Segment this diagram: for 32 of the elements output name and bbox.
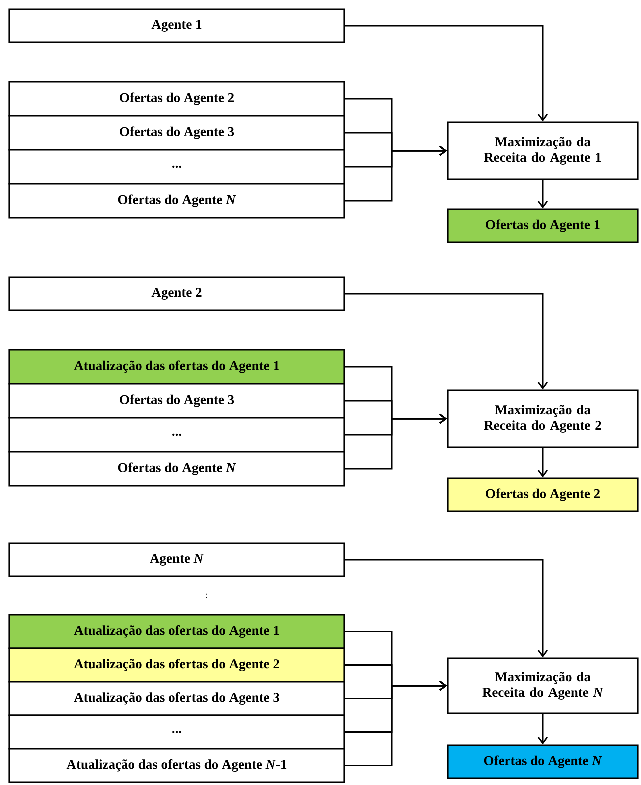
agent-box: Agente N bbox=[8, 542, 346, 578]
arrow bbox=[345, 146, 448, 202]
offer-row: Ofertas do Agente 3 bbox=[8, 383, 346, 419]
arrow bbox=[538, 180, 548, 209]
maximization-box: Maximização da Receita do Agente 2 bbox=[447, 390, 639, 448]
offer-row: ... bbox=[8, 417, 346, 453]
offer-row: Atualização das ofertas do Agente 3 bbox=[8, 681, 346, 716]
offer-row: Atualização das ofertas do Agente 2 bbox=[8, 648, 346, 683]
arrow bbox=[538, 448, 548, 478]
offer-row: Ofertas do Agente 2 bbox=[8, 81, 346, 117]
agent-box: Agente 2 bbox=[8, 276, 346, 312]
offer-output-box: Ofertas do Agente 2 bbox=[447, 478, 639, 512]
agent-box: Agente 1 bbox=[8, 8, 346, 44]
offer-output-box: Ofertas do Agente 1 bbox=[447, 208, 639, 244]
offer-row: ... bbox=[8, 714, 346, 750]
offer-row: Atualização das ofertas do Agente 1 bbox=[8, 349, 346, 385]
offer-row: Ofertas do Agente N bbox=[8, 183, 346, 219]
offer-row: Ofertas do Agente 3 bbox=[8, 115, 346, 151]
arrow bbox=[345, 559, 548, 658]
offer-row: Atualização das ofertas do Agente 1 bbox=[8, 614, 346, 650]
arrow bbox=[538, 714, 548, 745]
arrow bbox=[345, 414, 448, 470]
offer-row: Ofertas do Agente N bbox=[8, 451, 346, 487]
maximization-box: Maximização da Receita do Agente N bbox=[447, 658, 639, 714]
offer-row: ... bbox=[8, 149, 346, 185]
offer-row: Atualização das ofertas do Agente N-1 bbox=[8, 748, 346, 784]
offer-output-box: Ofertas do Agente N bbox=[447, 744, 639, 780]
arrow bbox=[345, 25, 548, 122]
ellipsis-mark: : bbox=[206, 594, 208, 598]
arrow bbox=[345, 293, 548, 390]
maximization-box: Maximização da Receita do Agente 1 bbox=[447, 122, 639, 180]
arrow bbox=[345, 680, 448, 766]
